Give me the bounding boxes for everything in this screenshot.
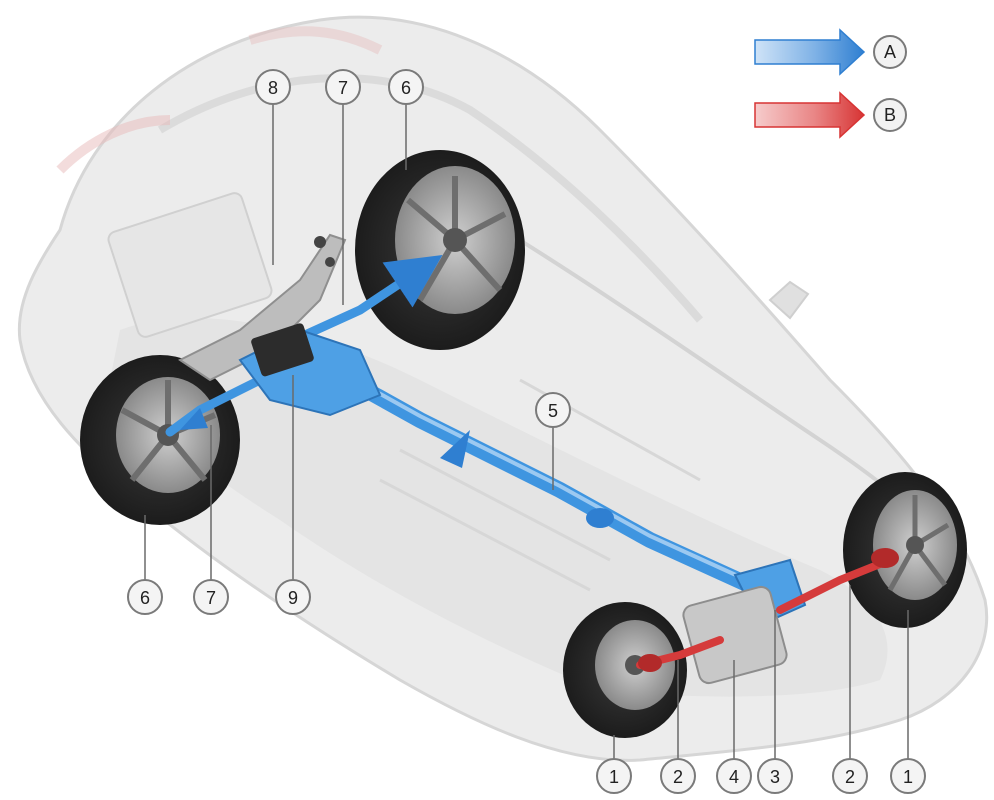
legend-arrow-a: A bbox=[754, 28, 907, 76]
callout-7-top: 7 bbox=[325, 69, 361, 105]
propshaft-highlight bbox=[328, 364, 762, 588]
callout-1-b: 1 bbox=[890, 758, 926, 794]
wheel-left bbox=[80, 355, 240, 525]
legend-badge-b bbox=[873, 98, 907, 132]
mirror bbox=[768, 280, 810, 320]
legend-arrow-b: B bbox=[754, 91, 907, 139]
callout-9: 9 bbox=[275, 579, 311, 615]
rdu-control-module bbox=[251, 323, 314, 377]
callouts: 8 7 6 5 6 7 9 1 bbox=[127, 69, 926, 794]
callout-2-b: 2 bbox=[832, 758, 868, 794]
svg-text:6: 6 bbox=[401, 78, 411, 98]
callout-6-top: 6 bbox=[388, 69, 424, 105]
callout-2-a: 2 bbox=[660, 758, 696, 794]
driveline-red bbox=[636, 548, 899, 685]
front-bumper-tint bbox=[248, 26, 383, 55]
wheel-bottom-left bbox=[563, 602, 687, 738]
wheel-top-right bbox=[355, 150, 525, 350]
leader-lines bbox=[144, 104, 909, 760]
callout-1-a: 1 bbox=[596, 758, 632, 794]
cv-joint-left bbox=[638, 654, 662, 672]
rear-subframe-bracket bbox=[178, 233, 347, 382]
legend-label-b: B bbox=[884, 105, 896, 125]
svg-text:3: 3 bbox=[770, 767, 780, 787]
propshaft bbox=[322, 362, 768, 598]
svg-text:7: 7 bbox=[338, 78, 348, 98]
svg-text:7: 7 bbox=[206, 588, 216, 608]
front-halfshaft-right bbox=[776, 556, 894, 614]
svg-text:1: 1 bbox=[609, 767, 619, 787]
propshaft-joint bbox=[586, 508, 614, 528]
callout-4: 4 bbox=[716, 758, 752, 794]
svg-text:1: 1 bbox=[903, 767, 913, 787]
callout-6-left: 6 bbox=[127, 579, 163, 615]
legend: A B bbox=[754, 28, 907, 139]
driveline-blue bbox=[165, 255, 807, 627]
callout-5: 5 bbox=[535, 392, 571, 428]
svg-text:2: 2 bbox=[845, 767, 855, 787]
rear-halfshaft-upper bbox=[300, 255, 443, 340]
svg-text:5: 5 bbox=[548, 401, 558, 421]
svg-text:8: 8 bbox=[268, 78, 278, 98]
rear-bumper-tint bbox=[56, 115, 171, 174]
svg-text:9: 9 bbox=[288, 588, 298, 608]
legend-badge-a bbox=[873, 35, 907, 69]
callout-8: 8 bbox=[255, 69, 291, 105]
callout-7-bottom: 7 bbox=[193, 579, 229, 615]
body-underfloor bbox=[110, 318, 888, 697]
svg-text:2: 2 bbox=[673, 767, 683, 787]
svg-text:4: 4 bbox=[729, 767, 739, 787]
legend-label-a: A bbox=[884, 42, 896, 62]
callout-3: 3 bbox=[757, 758, 793, 794]
wheel-bottom-right bbox=[843, 472, 967, 628]
cv-joint-right bbox=[871, 548, 899, 568]
radiator-block bbox=[107, 192, 273, 338]
flow-arrow-rear-left bbox=[180, 408, 208, 430]
flow-arrow-on-propshaft bbox=[440, 430, 470, 468]
svg-text:6: 6 bbox=[140, 588, 150, 608]
